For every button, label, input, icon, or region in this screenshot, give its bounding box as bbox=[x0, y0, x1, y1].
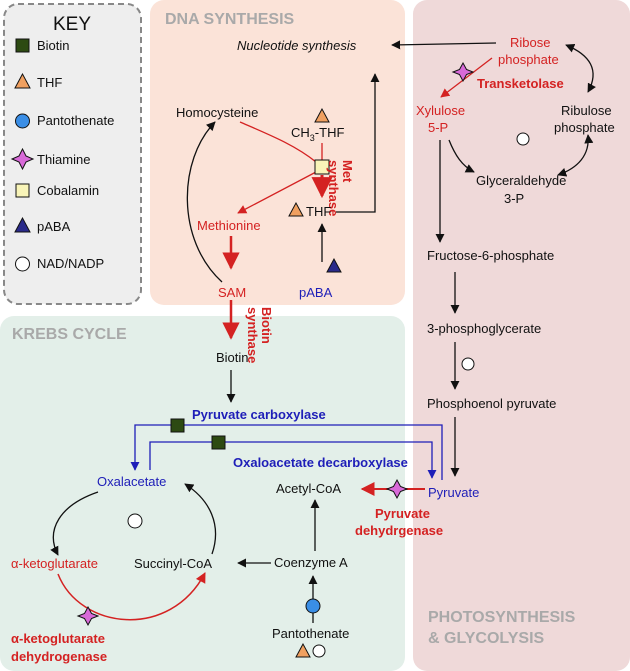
key-label-biotin: Biotin bbox=[37, 38, 70, 53]
square-pale-yellow-icon bbox=[15, 183, 30, 198]
arrow-met-synthase-to-methionine bbox=[237, 171, 317, 214]
diamond-star-purple-icon bbox=[10, 147, 35, 171]
label-succinylcoa: Succinyl-CoA bbox=[134, 556, 212, 571]
label-pyruvate-carboxylase: Pyruvate carboxylase bbox=[192, 407, 326, 422]
label-transketolase: Transketolase bbox=[477, 76, 564, 91]
thiamine-icon-transketolase bbox=[451, 61, 475, 83]
key-title: KEY bbox=[53, 14, 91, 35]
circle-white-icon bbox=[15, 256, 30, 272]
arrow-akg-to-succinylcoa bbox=[57, 572, 206, 621]
label-f6p: Fructose-6-phosphate bbox=[427, 248, 554, 263]
label-ribulose-2: phosphate bbox=[554, 120, 615, 135]
nad-icon-krebs bbox=[127, 513, 143, 529]
arrow-ribulose-glyceraldehyde bbox=[557, 134, 594, 177]
label-acetylcoa: Acetyl-CoA bbox=[276, 481, 341, 496]
label-pdh-2: dehydrgenase bbox=[355, 523, 443, 538]
label-xylulose-1: Xylulose bbox=[416, 103, 465, 118]
biotin-icon bbox=[15, 38, 30, 53]
key-box bbox=[3, 3, 142, 305]
label-ribose-2: phosphate bbox=[498, 52, 559, 67]
arrow-succinylcoa-to-oxalacetate bbox=[184, 483, 217, 555]
key-label-pantothenate: Pantothenate bbox=[37, 113, 114, 128]
label-pdh-1: Pyruvate bbox=[375, 506, 430, 521]
key-label-thf: THF bbox=[37, 75, 62, 90]
thf-triangle-icon-2 bbox=[288, 201, 304, 217]
arrow-ribose-ribulose bbox=[565, 43, 596, 93]
label-akgdh-1: α-ketoglutarate bbox=[11, 631, 105, 646]
label-ribulose-1: Ribulose bbox=[561, 103, 612, 118]
label-methionine: Methionine bbox=[197, 218, 261, 233]
thf-triangle-icon-3 bbox=[295, 642, 311, 658]
label-glyceraldehyde-2: 3-P bbox=[504, 191, 524, 206]
key-label-nad: NAD/NADP bbox=[37, 256, 104, 271]
label-paba: pABA bbox=[299, 285, 333, 300]
label-xylulose-2: 5-P bbox=[428, 120, 448, 135]
region-title-dna: DNA SYNTHESIS bbox=[165, 11, 295, 28]
label-pyruvate: Pyruvate bbox=[428, 485, 479, 500]
label-thf: THF bbox=[306, 204, 331, 219]
key-label-cobalamin: Cobalamin bbox=[37, 183, 99, 198]
krebs-cycle-region bbox=[0, 316, 405, 671]
arrow-oxaloacetate-decarboxylase bbox=[149, 441, 437, 479]
circle-blue-icon bbox=[15, 113, 30, 129]
thf-triangle-icon bbox=[314, 107, 330, 123]
nad-icon-glycolysis bbox=[461, 357, 475, 371]
nad-icon-pantothenate bbox=[312, 644, 326, 658]
triangle-orange-icon bbox=[14, 72, 31, 89]
label-coenzymea: Coenzyme A bbox=[274, 555, 348, 570]
arrow-ribose-to-xylulose bbox=[440, 57, 493, 98]
label-3pg: 3-phosphoglycerate bbox=[427, 321, 541, 336]
label-oxalacetate: Oxalacetate bbox=[97, 474, 166, 489]
label-glyceraldehyde-1: Glyceraldehyde bbox=[476, 173, 566, 188]
arrow-pyruvate-carboxylase bbox=[130, 424, 443, 480]
dna-synthesis-region bbox=[150, 0, 405, 305]
label-ch3thf: CH3-THF bbox=[291, 125, 344, 143]
label-ribose-1: Ribose bbox=[510, 35, 550, 50]
label-pep: Phosphoenol pyruvate bbox=[427, 396, 556, 411]
triangle-dark-blue-icon bbox=[14, 216, 31, 233]
label-pantothenate: Pantothenate bbox=[272, 626, 349, 641]
biotin-icon-decarboxylase bbox=[211, 435, 226, 450]
biotin-icon-carboxylase bbox=[170, 418, 185, 433]
label-met-synthase-2: synthase bbox=[326, 160, 341, 216]
label-biotin: Biotin bbox=[216, 350, 249, 365]
nad-icon-pentose bbox=[516, 132, 530, 146]
arrow-thf-to-nucleotide bbox=[336, 73, 380, 213]
label-sam: SAM bbox=[218, 285, 246, 300]
ch3thf-part-1: CH bbox=[291, 125, 310, 140]
key-label-thiamine: Thiamine bbox=[37, 152, 90, 167]
region-title-photo-2: & GLYCOLYSIS bbox=[428, 630, 545, 647]
arrow-xylulose-to-glyceraldehyde bbox=[448, 139, 475, 173]
key-label-paba: pABA bbox=[37, 219, 71, 234]
arrow-sam-to-homocysteine bbox=[186, 121, 223, 283]
region-title-krebs: KREBS CYCLE bbox=[12, 326, 127, 343]
label-akgdh-2: dehydrogenase bbox=[11, 649, 107, 664]
thiamine-icon-pdh bbox=[385, 478, 409, 500]
arrow-ribose-to-nucleotide bbox=[391, 40, 497, 50]
region-title-photo-1: PHOTOSYNTHESIS bbox=[428, 609, 576, 626]
label-akg: α-ketoglutarate bbox=[11, 556, 98, 571]
pantothenate-icon bbox=[305, 598, 321, 614]
thiamine-icon-akgdh bbox=[76, 605, 100, 627]
arrow-oxalacetate-to-akg bbox=[50, 491, 99, 556]
label-nucleotide-synthesis: Nucleotide synthesis bbox=[237, 38, 357, 53]
label-oxaloacetate-decarboxylase: Oxaloacetate decarboxylase bbox=[233, 455, 408, 470]
cobalamin-square-icon bbox=[314, 159, 330, 175]
ch3thf-subscript: 3 bbox=[310, 133, 315, 143]
label-met-synthase-1: Met bbox=[340, 160, 355, 183]
arrow-homocysteine-to-met-synthase bbox=[239, 121, 317, 163]
ch3thf-part-2: -THF bbox=[315, 125, 345, 140]
paba-triangle-icon bbox=[326, 257, 342, 273]
label-biotin-synthase-1: Biotin bbox=[259, 307, 274, 344]
label-biotin-synthase-2: synthase bbox=[245, 307, 260, 363]
label-homocysteine: Homocysteine bbox=[176, 105, 258, 120]
